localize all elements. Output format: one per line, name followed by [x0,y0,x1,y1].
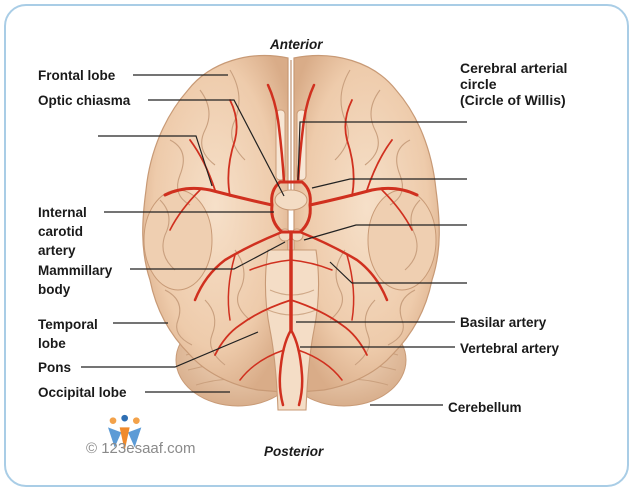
basilar-artery-label: Basilar artery [460,315,547,330]
temporal-lobe-label: Temporal lobe [38,317,98,351]
mammillary-body-label: Mammillary body [38,263,113,297]
watermark-logo-icon [108,414,142,451]
optic-chiasma-label: Optic chiasma [38,93,131,108]
cerebellum-label: Cerebellum [448,400,522,415]
vertebral-artery-label: Vertebral artery [460,341,560,356]
anterior-label: Anterior [270,37,323,52]
internal-carotid-artery-label: Internal carotid artery [38,205,87,258]
circle-of-willis-title: Cerebral arterial circle (Circle of Will… [460,60,568,108]
right-hemisphere-shape [293,54,440,393]
posterior-label: Posterior [264,444,324,459]
frontal-lobe-label: Frontal lobe [38,68,116,83]
occipital-lobe-label: Occipital lobe [38,385,127,400]
left-hemisphere-shape [142,54,289,393]
pons-label: Pons [38,360,72,375]
watermark-text: © 123esaaf.com [86,440,196,457]
